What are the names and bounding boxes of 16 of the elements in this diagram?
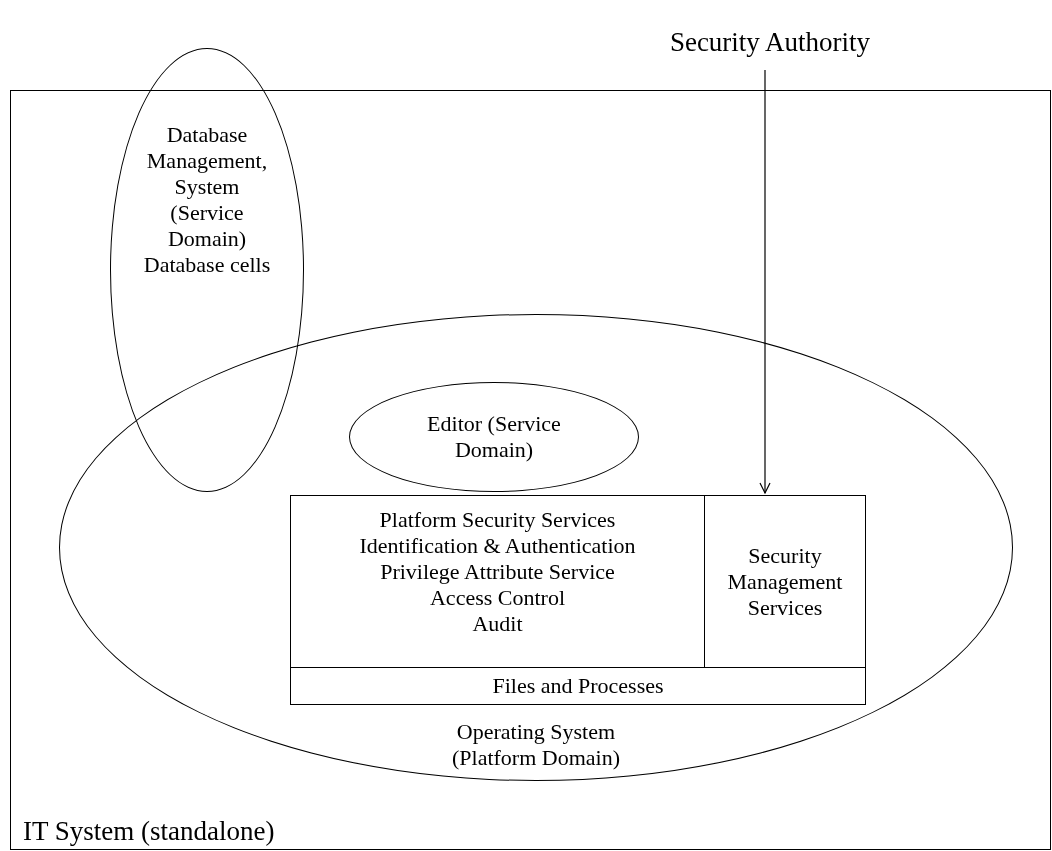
- authority-label: Security Authority: [625, 18, 915, 66]
- system-boundary: [10, 90, 1051, 850]
- service-item: Platform Security Services: [379, 506, 616, 533]
- arrow: [759, 69, 771, 494]
- service-box: Security Management Services: [704, 495, 866, 668]
- domain-label: Operating System (Platform Domain): [451, 719, 621, 771]
- service-item: Identification & Authentication: [359, 532, 636, 559]
- domain-ellipse: [59, 314, 1013, 781]
- system-label: IT System (standalone): [23, 815, 275, 847]
- service-item: Privilege Attribute Service: [380, 558, 615, 585]
- domain-label: Database Management, System (Service Domain): [145, 122, 269, 252]
- service-box: Files and Processes: [290, 667, 866, 705]
- service-item: Audit: [472, 610, 523, 637]
- service-box: [290, 495, 705, 668]
- domain-label: Database cells: [143, 252, 271, 278]
- service-item: Access Control: [430, 584, 565, 611]
